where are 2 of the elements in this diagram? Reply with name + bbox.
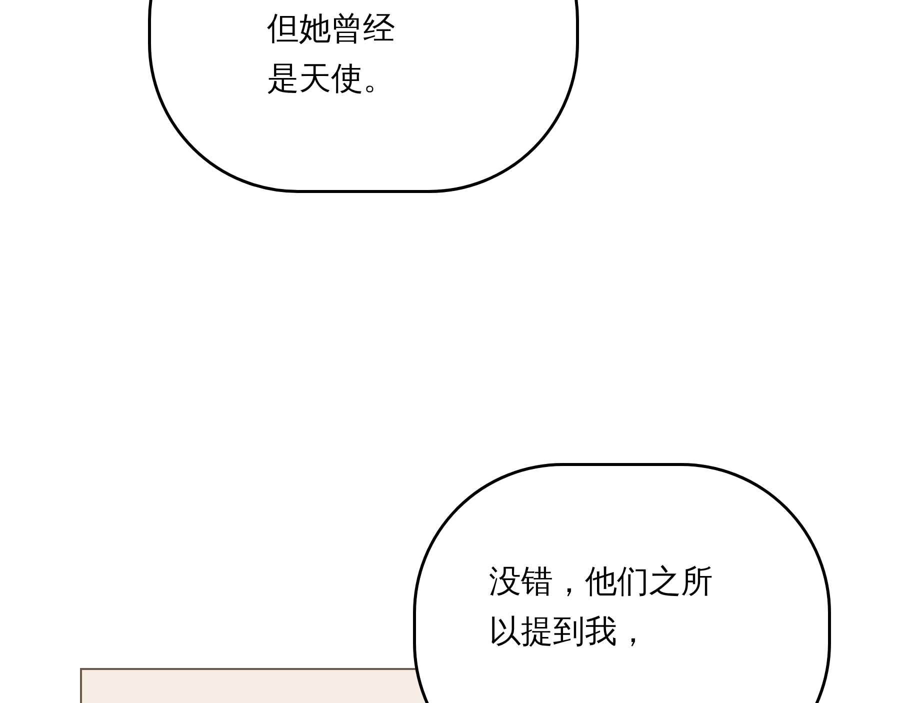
- dialogue-text: 但她曾经是天使。: [267, 8, 396, 99]
- dialogue-text: 没错，他们之所以提到我，: [489, 561, 714, 652]
